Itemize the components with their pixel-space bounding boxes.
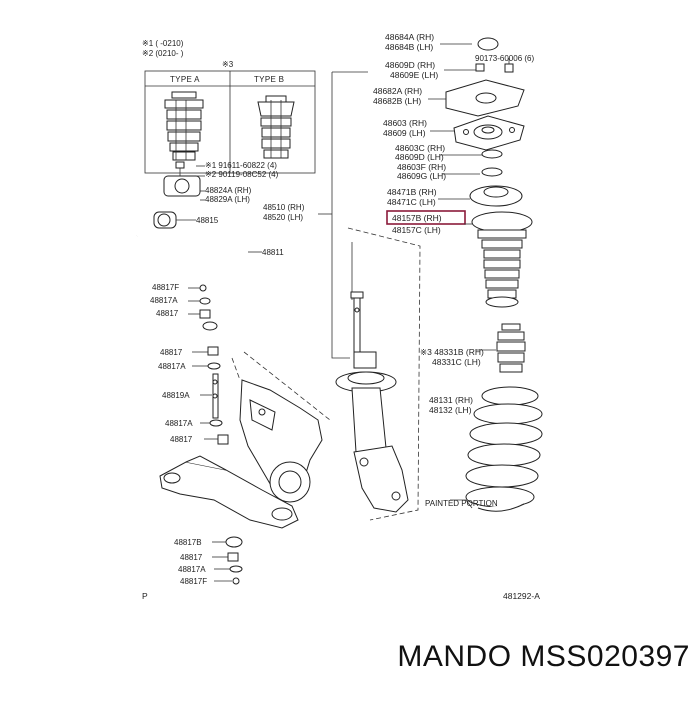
coil-spring-48131 <box>465 386 543 512</box>
upper-spring-seat-48471 <box>438 185 523 207</box>
type-a-header: TYPE A <box>170 75 200 84</box>
label-48471b: 48471B (RH) <box>387 187 437 197</box>
label-90119: ※2 90119-08C52 (4) <box>205 170 279 179</box>
label-48824a: 48824A (RH) <box>205 186 252 195</box>
label-48609d2: 48609D (LH) <box>395 152 444 162</box>
label-48817-bot: 48817 <box>180 553 203 562</box>
label-91611: ※1 91611-60822 (4) <box>205 161 277 170</box>
label-48817b-bot: 48817B <box>174 538 202 547</box>
label-48817a-mid: 48817A <box>158 362 186 371</box>
highlight-box-48157b <box>386 210 466 225</box>
label-48609: 48609 (LH) <box>383 128 426 138</box>
label-48684a: 48684A (RH) <box>385 32 434 42</box>
label-48817-low: 48817 <box>170 435 193 444</box>
label-48817-top: 48817 <box>156 309 179 318</box>
corner-letter: P <box>142 591 148 601</box>
bearing-48603c <box>440 149 503 159</box>
label-48817f-top: 48817F <box>152 283 179 292</box>
label-48682a: 48682A (RH) <box>373 86 422 96</box>
knuckle-guide-line <box>231 351 331 421</box>
type-table-ref: ※3 <box>222 60 234 69</box>
label-48817-mid: 48817 <box>160 348 183 357</box>
cap-48684 <box>440 37 499 51</box>
label-48331b: ※3 48331B (RH) <box>420 347 484 357</box>
note-2: ※2 (0210- ) <box>142 49 184 58</box>
label-48609d: 48609D (RH) <box>385 60 435 70</box>
label-48819a: 48819A <box>162 391 190 400</box>
type-table: TYPE A TYPE B <box>144 70 316 174</box>
link-hardware-bottom <box>212 536 243 585</box>
dust-boot-48157 <box>464 211 533 308</box>
stabilizer-link-rod <box>192 346 229 445</box>
type-b-header: TYPE B <box>254 75 284 84</box>
label-48603: 48603 (RH) <box>383 118 427 128</box>
bump-stopper-48331 <box>476 323 526 373</box>
label-48132: 48132 (LH) <box>429 405 472 415</box>
label-48331c: 48331C (LH) <box>432 357 481 367</box>
label-48510: 48510 (RH) <box>263 203 305 212</box>
label-48157c: 48157C (LH) <box>392 225 441 235</box>
label-48817a-bot: 48817A <box>178 565 206 574</box>
label-48817a-top: 48817A <box>150 296 178 305</box>
link-hardware-top <box>188 284 218 331</box>
label-48682b: 48682B (LH) <box>373 96 421 106</box>
label-48157b: 48157B (RH) <box>392 213 442 223</box>
label-48829a: 48829A (LH) <box>205 195 250 204</box>
label-48815: 48815 <box>196 216 219 225</box>
label-48471c: 48471C (LH) <box>387 197 436 207</box>
label-48603c: 48603C (RH) <box>395 143 445 153</box>
stabilizer-bushing <box>153 211 196 229</box>
label-48520: 48520 (LH) <box>263 213 303 222</box>
label-48684b: 48684B (LH) <box>385 42 433 52</box>
brand-part-number: MANDO MSS020397 <box>397 640 690 673</box>
note-1: ※1 ( -0210) <box>142 39 184 48</box>
painted-portion-label: PAINTED PORTION <box>425 499 498 508</box>
label-48609g: 48609G (LH) <box>397 171 446 181</box>
strut-mount-48603 <box>430 115 525 151</box>
label-48131: 48131 (RH) <box>429 395 473 405</box>
label-48811: 48811 <box>262 248 284 257</box>
nut-48609d <box>444 58 514 73</box>
label-48817a-low: 48817A <box>165 419 193 428</box>
mount-plate-48682 <box>428 79 525 117</box>
painted-portion-leader <box>450 499 473 509</box>
diagram-number: 481292-A <box>503 591 540 601</box>
lower-control-arm <box>159 455 299 529</box>
label-48609e: 48609E (LH) <box>390 70 438 80</box>
label-48603f: 48603F (RH) <box>397 162 446 172</box>
bracket-bolt-group <box>163 161 205 201</box>
stabilizer-bar <box>136 229 262 323</box>
washer-48603f <box>442 167 503 177</box>
label-90173: 90173-60006 (6) <box>475 54 534 63</box>
shock-absorber-strut <box>331 71 421 521</box>
bump-stop-type-a <box>164 91 204 161</box>
steering-knuckle <box>239 379 323 503</box>
label-48817f-bot: 48817F <box>180 577 207 586</box>
bump-stop-type-b <box>257 95 295 159</box>
